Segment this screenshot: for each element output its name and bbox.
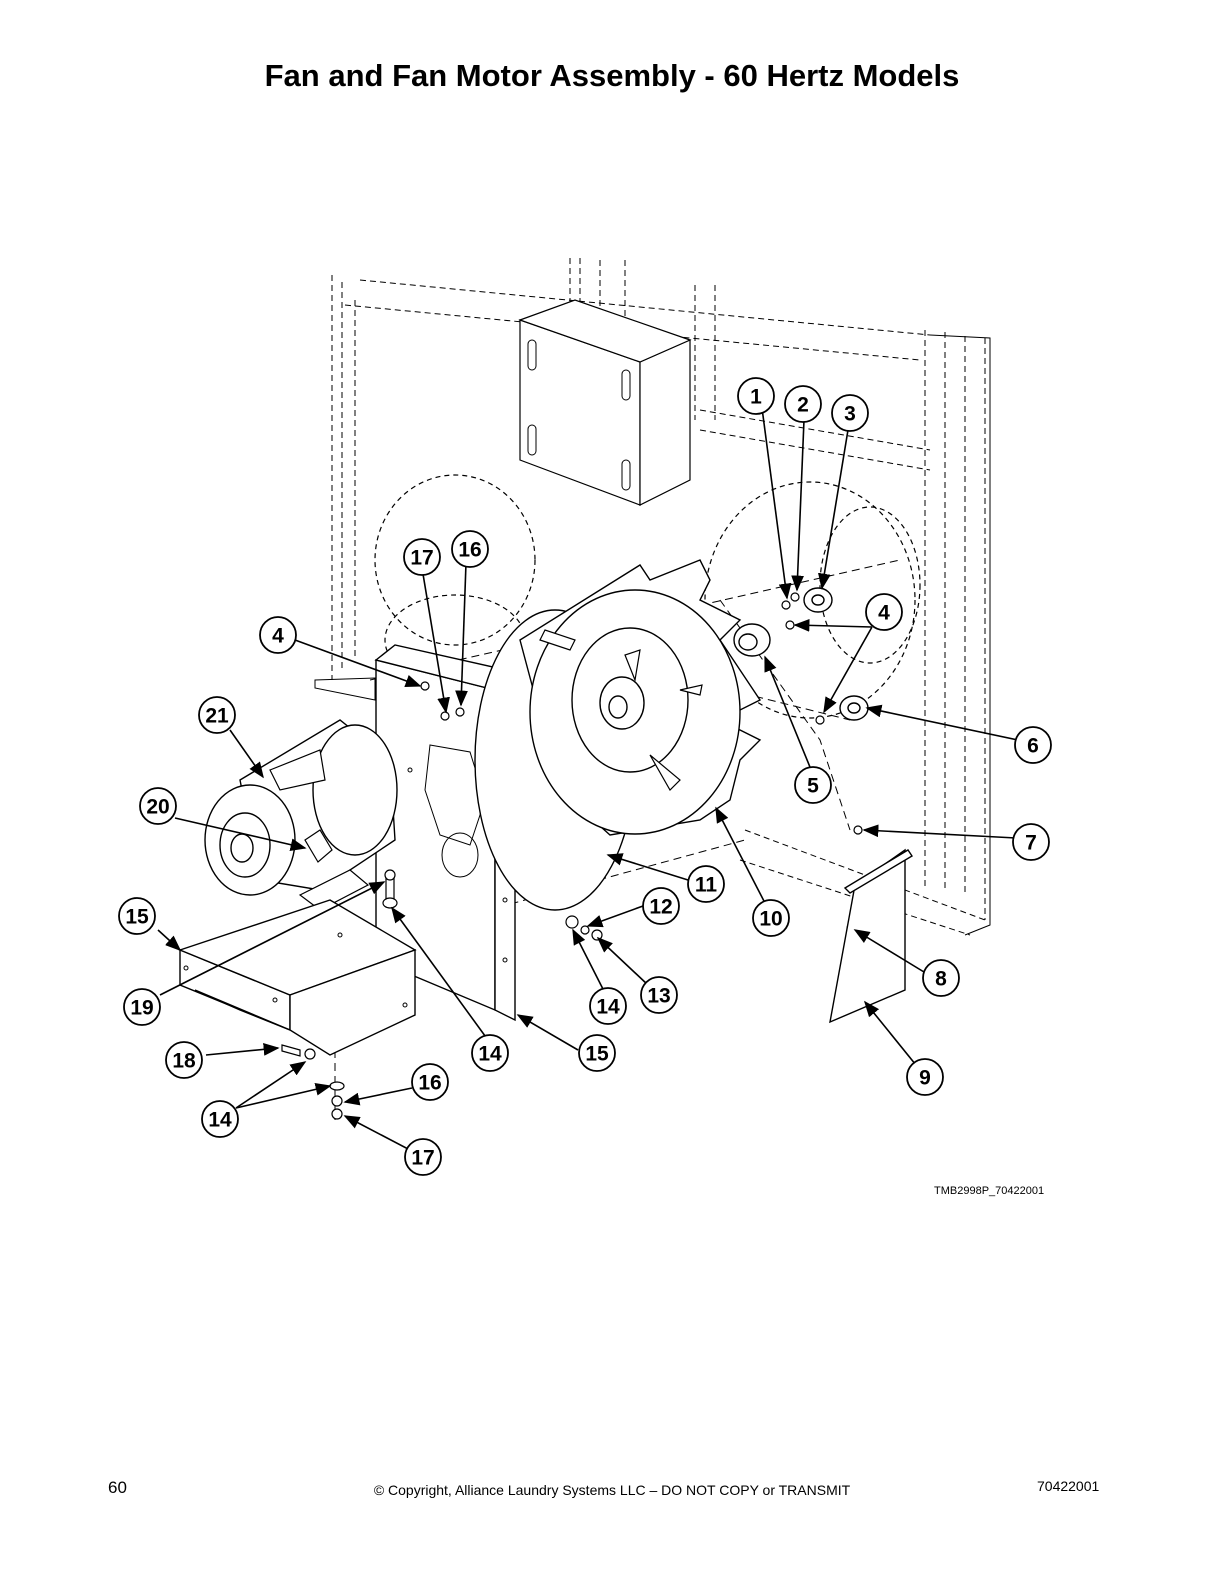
callout-17-bottom: [404, 1138, 442, 1176]
callout-label: 16: [418, 1072, 441, 1095]
callout-19: [123, 988, 161, 1026]
callout-label: 15: [125, 906, 149, 929]
callout-20: [139, 787, 177, 825]
callout-16-top: [451, 530, 489, 568]
callout-label: 17: [410, 547, 433, 570]
callout-16-bottom: [411, 1063, 449, 1101]
callout-1: [737, 377, 775, 415]
callout-6: [1014, 726, 1052, 764]
motor: [204, 719, 398, 896]
callout-label: 13: [647, 985, 670, 1008]
callout-12: [642, 887, 680, 925]
callout-4-right: [865, 593, 903, 631]
page-title: Fan and Fan Motor Assembly - 60 Hertz Mo…: [264, 58, 960, 93]
callout-label: 19: [130, 997, 153, 1020]
callout-21: [198, 696, 236, 734]
callout-15-left: [118, 897, 156, 935]
callout-8: [922, 959, 960, 997]
callout-label: 20: [146, 796, 169, 819]
callout-label: 4: [272, 625, 284, 648]
blower-wheel: [519, 559, 762, 836]
callout-3: [831, 394, 869, 432]
callout-14-mid: [471, 1034, 509, 1072]
callout-label: 1: [750, 386, 762, 409]
callout-2: [784, 385, 822, 423]
callout-9: [906, 1058, 944, 1096]
page-number: 60: [108, 1478, 127, 1497]
callout-14-center: [589, 987, 627, 1025]
callout-label: 11: [695, 874, 718, 897]
callout-label: 21: [205, 705, 229, 728]
callout-18: [165, 1041, 203, 1079]
callout-label: 6: [1027, 735, 1039, 758]
callout-label: 18: [172, 1050, 196, 1073]
callout-label: 12: [649, 896, 672, 919]
callout-label: 4: [878, 602, 890, 625]
callout-4-left: [259, 616, 297, 654]
callout-17-top: [403, 538, 441, 576]
callout-label: 9: [919, 1067, 931, 1090]
callout-7: [1012, 823, 1050, 861]
callout-label: 14: [478, 1043, 502, 1066]
callout-label: 7: [1025, 832, 1037, 855]
callout-label: 8: [935, 968, 947, 991]
cover-plate: [829, 848, 913, 1024]
callout-label: 10: [759, 908, 782, 931]
callout-label: 15: [585, 1043, 609, 1066]
motor-base: [177, 899, 417, 1056]
callout-5: [794, 766, 832, 804]
callout-label: 17: [411, 1147, 434, 1170]
callout-15-right: [578, 1034, 616, 1072]
callout-label: 14: [208, 1109, 232, 1132]
copyright-notice: © Copyright, Alliance Laundry Systems LL…: [373, 1482, 851, 1498]
callout-label: 2: [797, 394, 809, 417]
callout-10: [752, 899, 790, 937]
callout-label: 14: [596, 996, 620, 1019]
cabinet-frame: [331, 258, 986, 936]
leader-lines: [157, 407, 1019, 1151]
callout-14-bottom: [201, 1100, 239, 1138]
hub: [733, 623, 771, 657]
callout-13: [640, 976, 678, 1014]
figure-reference: TMB2998P_70422001: [934, 1185, 1045, 1197]
callout-label: 5: [807, 775, 819, 798]
document-number: 70422001: [1037, 1478, 1100, 1494]
upper-bracket: [518, 299, 692, 506]
callout-11: [687, 865, 725, 903]
callout-label: 3: [844, 403, 856, 426]
callout-label: 16: [458, 539, 481, 562]
